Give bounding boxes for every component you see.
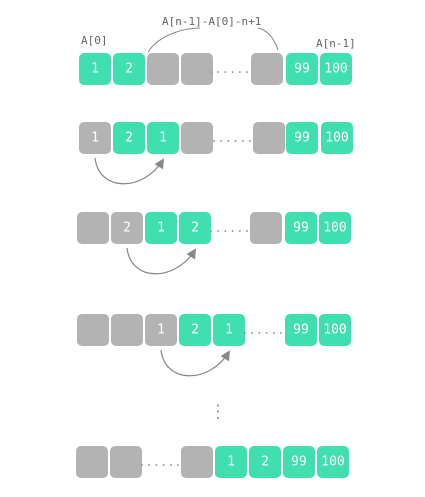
array-row: 2 1 2...... 99 100: [77, 212, 351, 275]
cell-value: 100: [324, 62, 347, 77]
array-row: 1 2...... 99 100: [79, 53, 352, 85]
array-cell-empty: [147, 53, 179, 85]
array-cell-empty: [77, 212, 109, 244]
array-cell-filled: [286, 53, 318, 85]
cell-value: 99: [291, 455, 307, 470]
cell-value: 2: [191, 323, 199, 338]
array-cell-empty: [111, 212, 143, 244]
array-cell-empty: [79, 122, 111, 154]
array-cell-empty: [181, 446, 213, 478]
array-cell-filled: [285, 314, 317, 346]
array-row: 1 2 1...... 99 100: [77, 314, 351, 377]
cell-value: 2: [125, 62, 133, 77]
span-bracket: [147, 27, 279, 53]
move-arrow: [126, 247, 197, 275]
cell-value: 1: [91, 62, 99, 77]
label-a0: A[0]: [81, 34, 108, 47]
array-row: ...... 1 2 99 100: [76, 446, 349, 478]
cell-value: 2: [125, 131, 133, 146]
ellipsis-gap: ......: [207, 221, 250, 235]
cell-value: 2: [261, 455, 269, 470]
cell-value: 99: [293, 323, 309, 338]
array-cell-empty: [111, 314, 143, 346]
array-cell-empty: [76, 446, 108, 478]
cell-value: 1: [157, 323, 165, 338]
array-cell-filled: [286, 122, 318, 154]
array-cell-empty: [145, 314, 177, 346]
ellipsis-gap: ......: [138, 455, 181, 469]
array-cell-filled: [317, 446, 349, 478]
array-cell-filled: [319, 212, 351, 244]
array-cell-empty: [253, 122, 285, 154]
array-cell-filled: [283, 446, 315, 478]
cell-value: 99: [294, 62, 310, 77]
array-cell-filled: [113, 122, 145, 154]
cell-value: 1: [91, 131, 99, 146]
label-span: A[n-1]-A[0]-n+1: [162, 15, 261, 28]
array-cell-filled: [215, 446, 247, 478]
cell-value: 99: [294, 131, 310, 146]
array-cell-filled: [320, 53, 352, 85]
cell-value: 2: [191, 221, 199, 236]
cell-value: 99: [293, 221, 309, 236]
cell-value: 2: [123, 221, 131, 236]
array-cell-filled: [249, 446, 281, 478]
move-arrow: [160, 349, 231, 377]
array-row: 1 2 1...... 99 100: [79, 122, 353, 185]
array-cell-filled: [321, 122, 353, 154]
array-cell-filled: [179, 212, 211, 244]
ellipsis-gap: ......: [210, 131, 253, 145]
array-cell-empty: [181, 122, 213, 154]
rows-layer: 1 2...... 99 100 1 2 1...... 99 100 2 1 2...... 99 10…: [76, 53, 353, 478]
cell-value: 1: [157, 221, 165, 236]
array-cell-empty: [77, 314, 109, 346]
cell-value: 100: [323, 221, 346, 236]
array-cell-empty: [251, 53, 283, 85]
array-cell-empty: [250, 212, 282, 244]
label-an-1: A[n-1]: [316, 37, 356, 50]
move-arrow: [94, 157, 165, 185]
cell-value: 100: [323, 323, 346, 338]
array-cell-filled: [147, 122, 179, 154]
array-cell-filled: [179, 314, 211, 346]
vertical-ellipsis: ⋮: [209, 402, 227, 423]
array-cell-empty: [110, 446, 142, 478]
ellipsis-gap: ......: [241, 323, 284, 337]
array-cell-empty: [181, 53, 213, 85]
array-cell-filled: [145, 212, 177, 244]
cell-value: 100: [325, 131, 348, 146]
ellipsis-gap: ......: [207, 62, 250, 76]
cell-value: 100: [321, 455, 344, 470]
cell-value: 1: [159, 131, 167, 146]
array-cell-filled: [319, 314, 351, 346]
cell-value: 1: [227, 455, 235, 470]
array-cell-filled: [213, 314, 245, 346]
array-cell-filled: [113, 53, 145, 85]
array-cell-filled: [79, 53, 111, 85]
cell-value: 1: [225, 323, 233, 338]
array-cell-filled: [285, 212, 317, 244]
